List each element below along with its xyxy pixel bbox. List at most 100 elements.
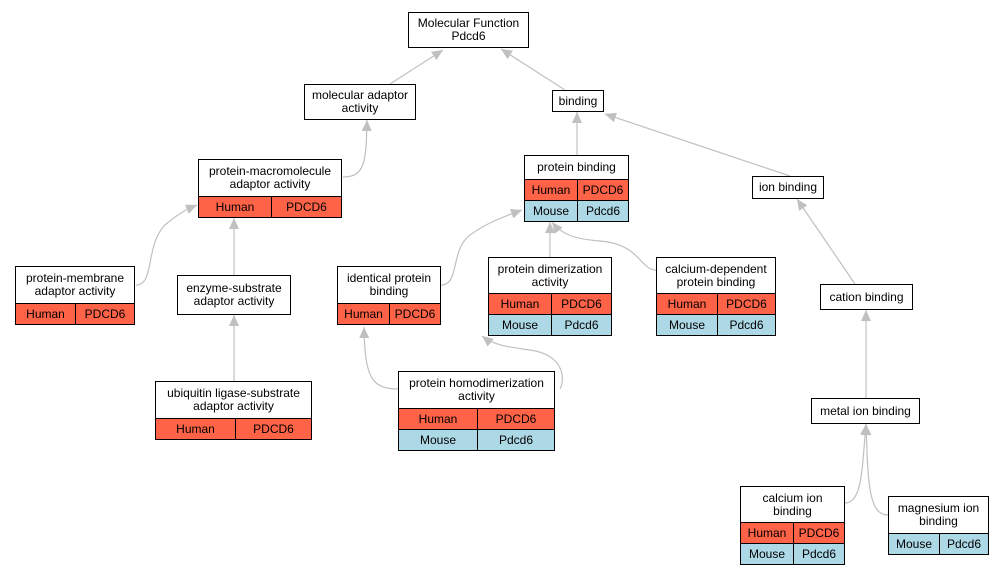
species-cell: Mouse — [532, 204, 570, 218]
node-magnesium-ion-binding[interactable]: magnesium ion binding Mouse Pdcd6 — [888, 496, 989, 555]
edge-homodimerization-to-dimerization — [481, 335, 563, 390]
ortholog-row-mouse: Mouse Pdcd6 — [889, 533, 988, 554]
species-cell: Human — [667, 297, 707, 311]
gene-cell: PDCD6 — [551, 294, 611, 314]
node-title-line: protein binding — [537, 160, 616, 174]
species-cell: Mouse — [748, 547, 786, 561]
species-cell: Human — [344, 307, 383, 321]
edge-calcium-dependent-to-protein-binding — [551, 221, 657, 271]
node-title-line: protein-macromolecule — [208, 164, 332, 178]
species-cell: Human — [747, 526, 787, 540]
edge-cation-to-ion-binding — [796, 198, 856, 285]
gene-cell: PDCD6 — [577, 180, 628, 200]
node-identical-protein-binding[interactable]: identical protein binding Human PDCD6 — [337, 266, 441, 325]
node-title-line: molecular adaptor — [311, 88, 409, 102]
node-ubiquitin-ligase-substrate-adaptor-activity[interactable]: ubiquitin ligase-substrate adaptor activ… — [155, 381, 312, 440]
node-title-line: binding — [369, 284, 409, 298]
node-title-line: calcium-dependent — [665, 261, 767, 276]
gene-cell: PDCD6 — [75, 304, 134, 324]
node-molecular-adaptor-activity[interactable]: molecular adaptor activity — [304, 84, 416, 120]
edge-protein-macromolecule-to-molecular-adaptor — [342, 119, 372, 178]
node-title-line: adaptor activity — [193, 294, 275, 308]
edge-homodimerization-to-identical — [359, 326, 399, 390]
gene-cell: PDCD6 — [477, 409, 554, 429]
node-title-line: Molecular Function — [417, 16, 520, 30]
node-protein-binding[interactable]: protein binding Human PDCD6 Mouse Pdcd6 — [524, 155, 629, 222]
node-protein-homodimerization-activity[interactable]: protein homodimerization activity Human … — [398, 371, 555, 451]
node-title-line: adaptor activity — [34, 284, 116, 298]
ortholog-row-human: Human PDCD6 — [489, 293, 611, 314]
node-title-line: protein dimerization — [497, 261, 603, 276]
node-title-line: protein homodimerization — [409, 376, 544, 390]
ortholog-row-human: Human PDCD6 — [525, 179, 628, 200]
node-protein-membrane-adaptor-activity[interactable]: protein-membrane adaptor activity Human … — [15, 266, 135, 325]
ortholog-row-human: Human PDCD6 — [156, 418, 311, 439]
gene-cell: PDCD6 — [235, 419, 311, 439]
node-title-line: binding — [558, 93, 598, 108]
node-title-line: activity — [531, 274, 569, 289]
ortholog-row-human: Human PDCD6 — [338, 303, 440, 324]
node-title-line: cation binding — [829, 289, 904, 304]
gene-cell: PDCD6 — [717, 294, 775, 314]
node-cation-binding[interactable]: cation binding — [820, 284, 913, 310]
ortholog-row-mouse: Mouse Pdcd6 — [399, 429, 554, 450]
node-calcium-dependent-protein-binding[interactable]: calcium-dependent protein binding Human … — [656, 257, 776, 336]
gene-cell: PDCD6 — [389, 304, 440, 324]
edge-protein-membrane-to-protein-macromolecule — [135, 204, 198, 286]
node-title-line: ion binding — [758, 180, 818, 194]
node-title-line: magnesium ion — [897, 501, 980, 515]
ortholog-row-human: Human PDCD6 — [399, 408, 554, 429]
edge-molecular-adaptor-to-molecular-function — [389, 49, 444, 85]
gene-cell: Pdcd6 — [717, 315, 775, 335]
node-title-line: ubiquitin ligase-substrate — [167, 386, 300, 400]
ortholog-row-mouse: Mouse Pdcd6 — [657, 314, 775, 335]
edge-magnesium-ion-to-metal-ion — [861, 423, 889, 516]
gene-cell: Pdcd6 — [477, 430, 554, 450]
gene-cell: PDCD6 — [271, 197, 341, 217]
ortholog-row-human: Human PDCD6 — [199, 196, 341, 217]
species-cell: Human — [26, 307, 65, 321]
species-cell: Mouse — [895, 537, 933, 551]
species-cell: Human — [531, 183, 571, 197]
species-cell: Human — [176, 422, 215, 436]
node-title-line: calcium ion — [762, 490, 823, 505]
node-title-line: adaptor activity — [229, 177, 311, 191]
node-title-line: protein binding — [676, 274, 756, 289]
species-cell: Human — [215, 200, 255, 214]
ortholog-row-mouse: Mouse Pdcd6 — [525, 200, 628, 221]
ortholog-row-human: Human PDCD6 — [16, 303, 134, 324]
ortholog-row-human: Human PDCD6 — [657, 293, 775, 314]
gene-cell: Pdcd6 — [939, 534, 988, 554]
node-title-line: protein-membrane — [25, 271, 125, 285]
node-protein-dimerization-activity[interactable]: protein dimerization activity Human PDCD… — [488, 257, 612, 336]
node-binding[interactable]: binding — [552, 90, 604, 112]
species-cell: Mouse — [501, 318, 539, 332]
ortholog-row-mouse: Mouse Pdcd6 — [741, 543, 844, 564]
node-title-line: adaptor activity — [193, 399, 274, 413]
edge-identical-to-protein-binding — [440, 209, 523, 286]
species-cell: Human — [418, 412, 458, 426]
gene-cell: Pdcd6 — [551, 315, 611, 335]
node-ion-binding[interactable]: ion binding — [752, 176, 824, 199]
node-metal-ion-binding[interactable]: metal ion binding — [811, 398, 920, 424]
node-title-line: binding — [773, 503, 812, 518]
ortholog-row-mouse: Mouse Pdcd6 — [489, 314, 611, 335]
species-cell: Mouse — [419, 433, 457, 447]
node-title-line: metal ion binding — [820, 403, 911, 418]
gene-cell: Pdcd6 — [793, 544, 844, 564]
node-enzyme-substrate-adaptor-activity[interactable]: enzyme-substrate adaptor activity — [177, 275, 291, 315]
node-calcium-ion-binding[interactable]: calcium ion binding Human PDCD6 Mouse Pd… — [740, 486, 845, 565]
node-protein-macromolecule-adaptor-activity[interactable]: protein-macromolecule adaptor activity H… — [198, 159, 342, 218]
node-molecular-function[interactable]: Molecular Function Pdcd6 — [408, 12, 529, 48]
species-cell: Mouse — [668, 318, 706, 332]
node-title-line: identical protein — [346, 271, 432, 285]
node-title-line: activity — [341, 101, 379, 115]
edge-ion-binding-to-binding — [604, 112, 791, 177]
ortholog-row-human: Human PDCD6 — [741, 522, 844, 543]
gene-cell: Pdcd6 — [577, 201, 628, 221]
edge-calcium-ion-to-metal-ion — [844, 423, 871, 504]
node-title-line: binding — [919, 514, 958, 528]
node-title-line: Pdcd6 — [451, 29, 486, 43]
